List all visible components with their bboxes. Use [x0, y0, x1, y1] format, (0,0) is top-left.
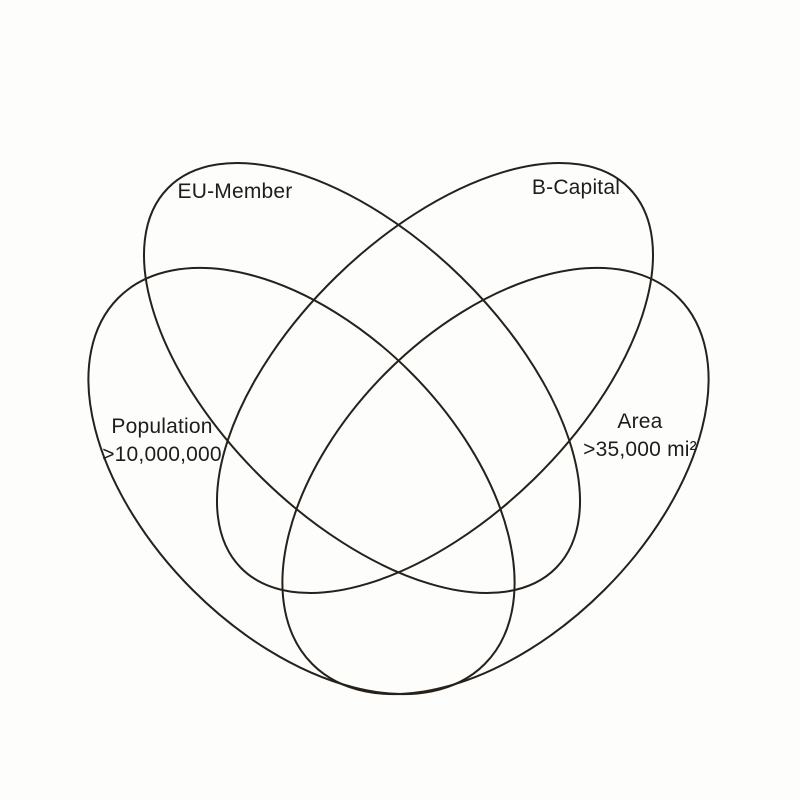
- ellipse-eu-member: [143, 162, 581, 594]
- ellipse-area: [281, 266, 710, 696]
- ellipse-b-capital: [216, 162, 654, 594]
- set-label-area-text: Area: [617, 410, 663, 433]
- set-label-b-capital: B-Capital: [532, 174, 620, 202]
- set-label-population-threshold: >10,000,000: [102, 443, 222, 466]
- ellipse-population: [87, 266, 516, 696]
- set-label-area-threshold: >35,000 mi²: [583, 438, 697, 461]
- set-label-b-capital-text: B-Capital: [531, 176, 621, 199]
- set-label-area: Area >35,000 mi²: [583, 408, 697, 464]
- set-label-eu-member: EU-Member: [178, 178, 293, 206]
- set-label-eu-member-text: EU-Member: [177, 180, 293, 203]
- set-label-population: Population >10,000,000: [102, 413, 222, 469]
- set-label-population-text: Population: [111, 415, 213, 438]
